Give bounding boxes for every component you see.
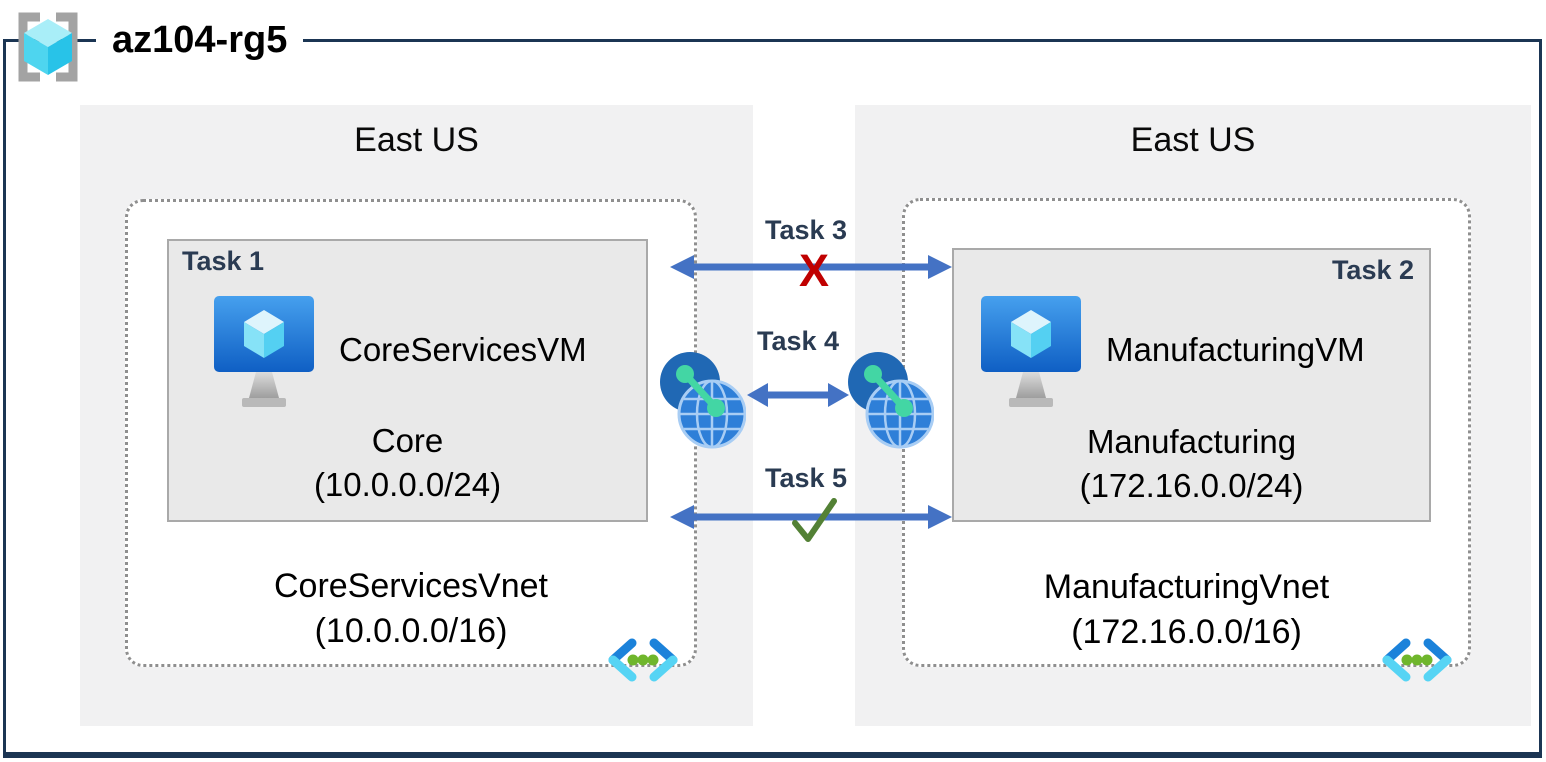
region-title: East US <box>354 121 479 159</box>
vm-name: ManufacturingVM <box>1106 330 1365 368</box>
virtual-network-icon <box>605 636 681 689</box>
virtual-machine-icon <box>211 294 317 417</box>
vm-row: ManufacturingVM <box>978 294 1365 417</box>
blocked-x-icon: X <box>798 245 829 296</box>
subnet-name: Core <box>371 422 444 459</box>
region-east-us-left: East US Task 1 <box>80 105 753 726</box>
vnet-name: ManufacturingVnet <box>1043 568 1330 606</box>
vm-row: CoreServicesVM <box>211 294 587 417</box>
subnet-name: Manufacturing <box>1086 423 1297 460</box>
task4-label: Task 4 <box>756 326 840 356</box>
vnet-manufacturing: Task 2 <box>902 198 1471 682</box>
task5-arrow <box>668 501 954 538</box>
subnet-core: Task 1 <box>167 239 648 522</box>
vnet-name: CoreServicesVnet <box>273 567 548 605</box>
subnet-manufacturing: Task 2 <box>952 248 1431 522</box>
task3-label: Task 3 <box>764 215 848 245</box>
vnet-coreservices: Task 1 <box>125 199 697 682</box>
vnet-cidr: (172.16.0.0/16) <box>1071 613 1302 651</box>
subnet-cidr: (172.16.0.0/24) <box>1079 467 1304 504</box>
task4-arrow <box>744 379 852 416</box>
resource-group-title: az104-rg5 <box>96 14 304 66</box>
task5-label: Task 5 <box>764 463 848 493</box>
vnet-cidr: (10.0.0.0/16) <box>314 612 508 650</box>
resource-group-border <box>3 39 1542 758</box>
subnet-name-block: Manufacturing (172.16.0.0/24) <box>954 420 1429 508</box>
region-title: East US <box>1130 121 1256 159</box>
virtual-network-icon <box>1379 636 1455 689</box>
vnet-peering-icon <box>846 350 935 455</box>
task2-label: Task 2 <box>1331 255 1414 285</box>
allowed-check-icon <box>788 494 840 551</box>
vnet-name-block: ManufacturingVnet (172.16.0.0/16) <box>905 565 1468 655</box>
resource-group-icon <box>6 5 90 94</box>
subnet-cidr: (10.0.0.0/24) <box>313 466 502 503</box>
task1-label: Task 1 <box>182 246 265 276</box>
subnet-name-block: Core (10.0.0.0/24) <box>169 419 646 507</box>
region-east-us-right: East US Task 2 <box>855 105 1531 726</box>
vm-name: CoreServicesVM <box>339 330 587 368</box>
virtual-machine-icon <box>978 294 1084 417</box>
task3-arrow <box>668 251 954 288</box>
vnet-peering-icon <box>658 350 747 455</box>
vnet-name-block: CoreServicesVnet (10.0.0.0/16) <box>128 564 694 654</box>
